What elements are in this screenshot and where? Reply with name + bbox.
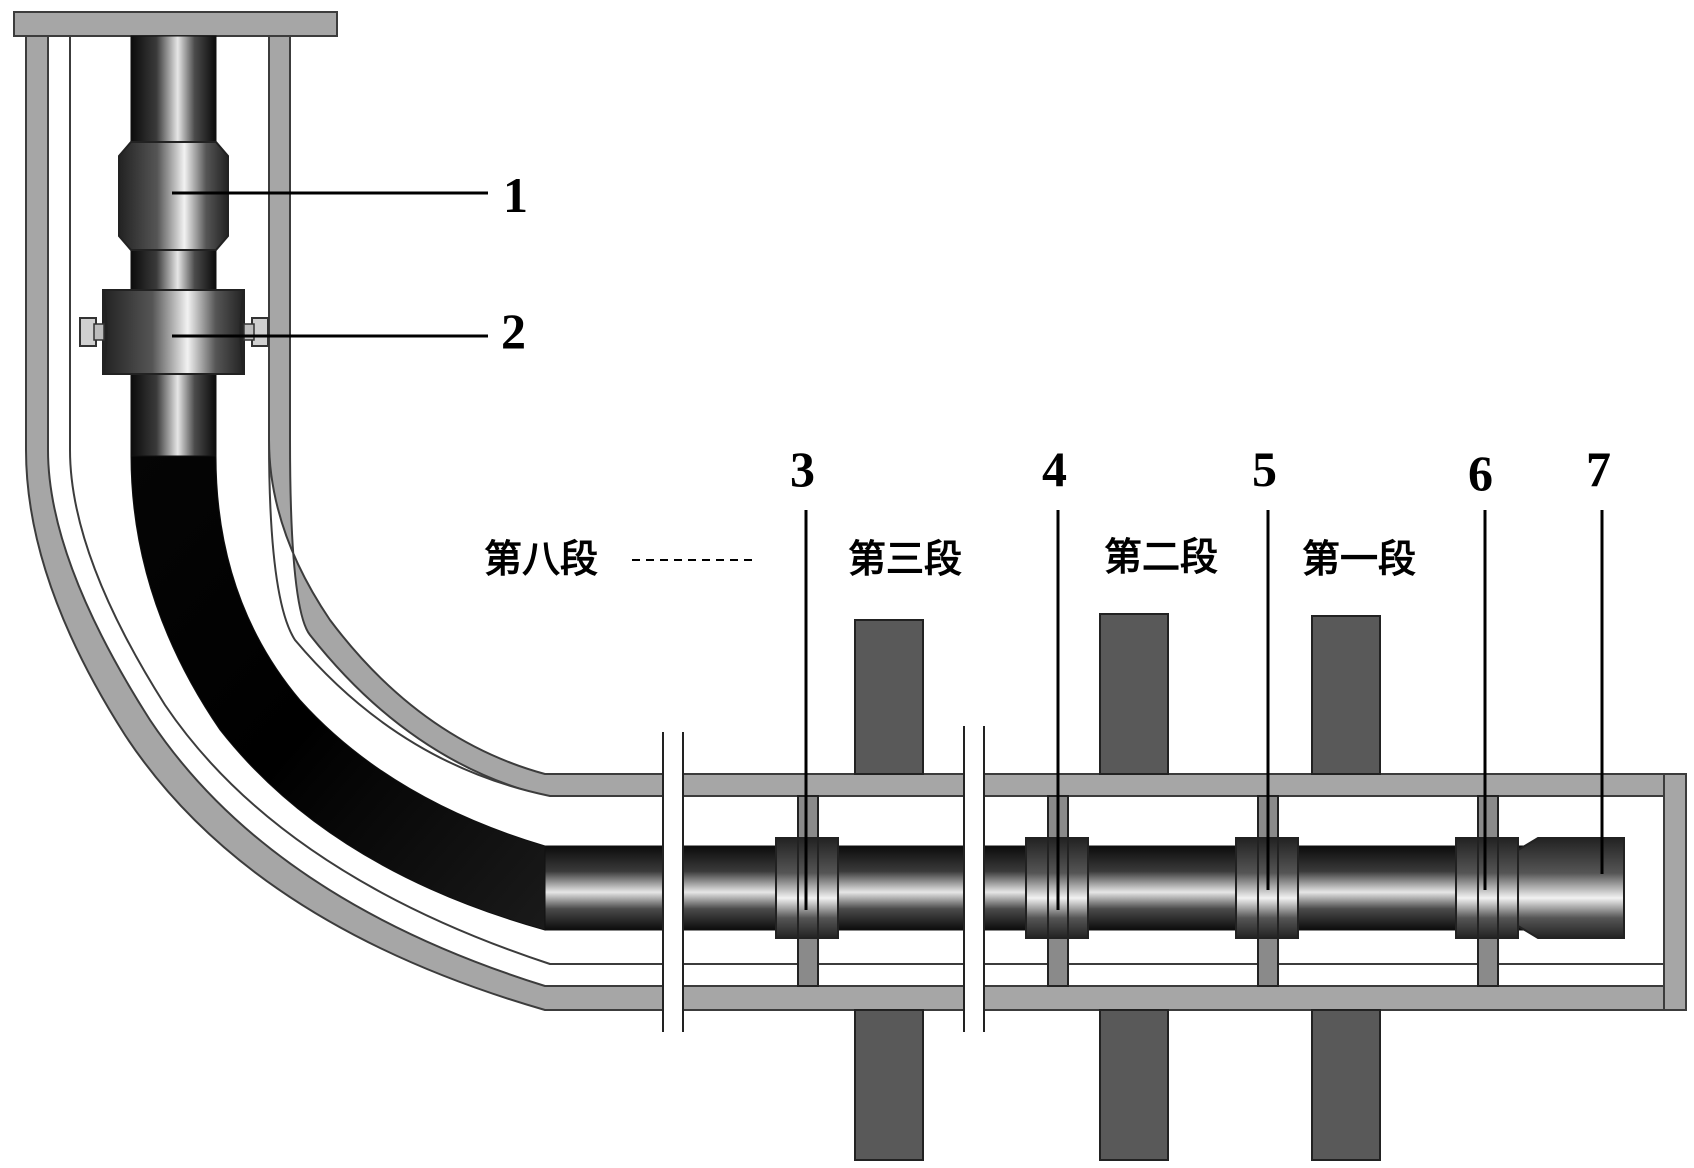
callout-1: 1 [503, 167, 528, 223]
callout-2: 2 [501, 303, 526, 359]
fracture-top-1 [1311, 615, 1381, 775]
section-label-2: 第二段 [1104, 535, 1218, 579]
callout-7: 7 [1586, 441, 1611, 497]
fracture-top-2 [1099, 613, 1169, 775]
section-label-1: 第一段 [1302, 537, 1416, 581]
leader-lines [172, 191, 1604, 910]
section-label-3: 第三段 [848, 537, 962, 581]
casing-toe-wall [1663, 773, 1687, 1011]
casing-inner-wall [268, 35, 1687, 797]
component-1-tool [118, 141, 229, 251]
wellhead-flange [13, 11, 338, 37]
component-2-anchor [79, 289, 269, 375]
anchor-pin-left-stub [93, 323, 105, 341]
fracture-bottom-2 [1099, 1009, 1169, 1161]
section-label-8: 第八段 [484, 537, 598, 581]
callout-5: 5 [1252, 441, 1277, 497]
fracture-bottom-3 [854, 1009, 924, 1161]
break-mark-right [964, 726, 984, 1032]
break-marks [662, 726, 985, 1032]
annulus [69, 35, 1665, 965]
callout-6: 6 [1468, 445, 1493, 501]
anchor-pin-right-stub [243, 323, 255, 341]
callout-3: 3 [790, 441, 815, 497]
fracture-bottom-1 [1311, 1009, 1381, 1161]
component-6-packer [1455, 795, 1519, 987]
callout-4: 4 [1042, 441, 1067, 497]
break-mark-left [663, 732, 683, 1032]
fracture-top-3 [854, 619, 924, 775]
fractures [854, 613, 1381, 1161]
component-7-guide-shoe [1517, 837, 1625, 939]
